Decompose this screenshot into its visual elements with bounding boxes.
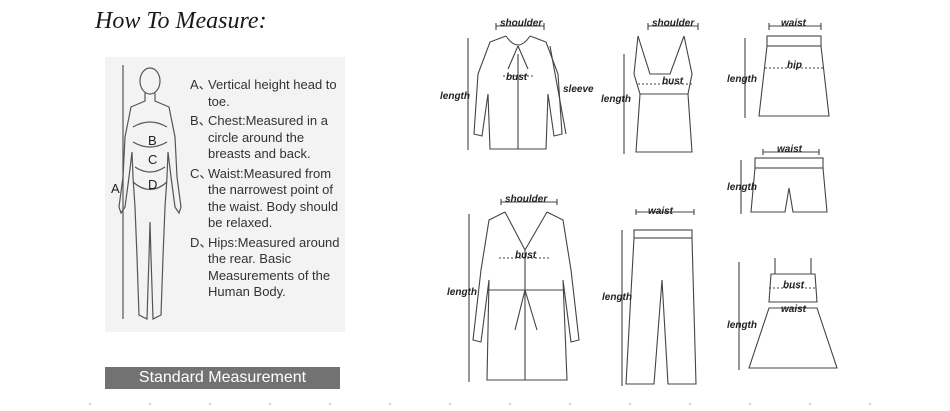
dress-length-label: length [727, 320, 757, 331]
body-label-b: B [148, 133, 157, 148]
tank-illustration [623, 23, 699, 154]
body-label-c: C [148, 152, 158, 167]
coat-length-label: length [447, 287, 477, 298]
legend-item-b: B、 Chest:Measured in a circle around the… [190, 113, 350, 163]
garment-tank: shoulder bust length [600, 14, 720, 164]
blouse-bust-label: bust [506, 72, 528, 83]
legend-text: Chest:Measured in a circle around the br… [208, 113, 328, 161]
coat-bust-label: bust [515, 250, 537, 261]
tank-bust-label: bust [662, 76, 684, 87]
skirt-illustration [744, 23, 830, 118]
skirt-hip-label: hip [787, 60, 802, 71]
coat-illustration [468, 199, 580, 382]
blouse-sleeve-label: sleeve [563, 84, 594, 95]
legend-letter: A、 [190, 77, 212, 92]
pants-waist-label: waist [648, 206, 674, 217]
legend-letter: B、 [190, 113, 212, 128]
coat-shoulder-label: shoulder [505, 194, 548, 205]
page-title: How To Measure: [95, 8, 267, 34]
tank-shoulder-label: shoulder [652, 18, 695, 29]
dress-waist-label: waist [781, 304, 807, 315]
garment-dress: bust waist length [725, 250, 845, 380]
body-figure-illustration [118, 65, 182, 320]
standard-measurement-badge: Standard Measurement [105, 367, 340, 389]
legend-text: Hips:Measured around the rear. Basic Mea… [208, 234, 340, 300]
legend-letter: C、 [190, 165, 213, 181]
garment-coat: shoulder bust length [445, 190, 590, 390]
garment-blouse: shoulder bust sleeve length [438, 14, 598, 164]
garment-skirt: waist hip length [725, 14, 845, 134]
legend-item-c: C、 Waist:Measured from the narrowest poi… [190, 166, 350, 232]
measurement-legend: A、 Vertical height head to toe. B、 Chest… [190, 77, 350, 304]
legend-letter: D、 [190, 234, 213, 250]
garment-pants: waist length [600, 200, 710, 395]
legend-text: Waist:Measured from the narrowest point … [208, 165, 339, 231]
blouse-illustration [467, 23, 567, 150]
legend-item-d: D、 Hips:Measured around the rear. Basic … [190, 235, 350, 301]
pants-illustration [621, 209, 697, 386]
body-label-d: D [148, 177, 158, 192]
shorts-illustration [740, 149, 828, 214]
dress-bust-label: bust [783, 280, 805, 291]
skirt-waist-label: waist [781, 18, 807, 29]
tank-length-label: length [601, 94, 631, 105]
legend-item-a: A、 Vertical height head to toe. [190, 77, 350, 110]
shorts-waist-label: waist [777, 144, 803, 155]
pants-length-label: length [602, 292, 632, 303]
blouse-length-label: length [440, 91, 470, 102]
decorative-dot-row [60, 402, 900, 406]
legend-text: Vertical height head to toe. [208, 77, 337, 109]
dress-illustration [738, 258, 838, 370]
body-label-a: A [111, 181, 120, 196]
garment-shorts: waist length [725, 140, 845, 220]
blouse-shoulder-label: shoulder [500, 18, 543, 29]
body-figure-panel: B C D A [105, 57, 345, 332]
shorts-length-label: length [727, 182, 757, 193]
skirt-length-label: length [727, 74, 757, 85]
